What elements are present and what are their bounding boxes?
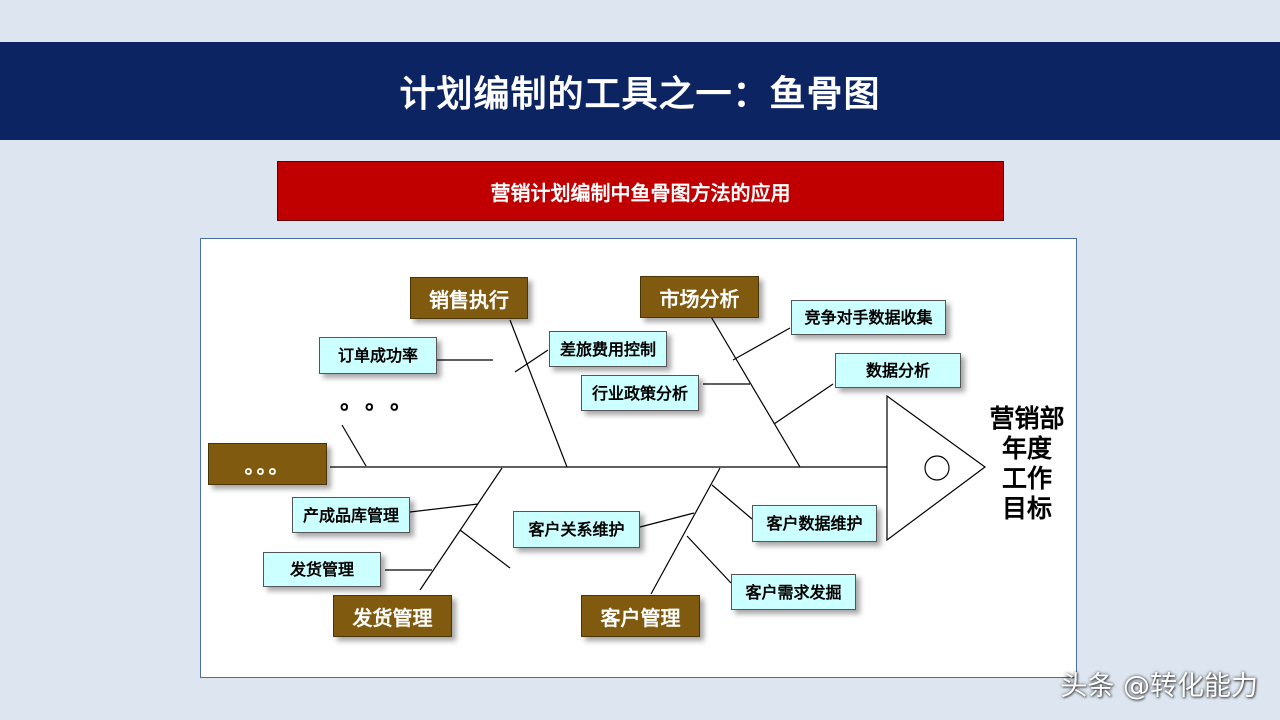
ellipsis-dots: 。。。 xyxy=(340,390,427,415)
category-sales-execution: 销售执行 xyxy=(410,277,528,319)
category-more: 。。。 xyxy=(208,443,327,485)
cause-industry-policy-analysis: 行业政策分析 xyxy=(581,375,699,411)
sub-line-competitor-data xyxy=(732,327,791,361)
bone-market-analysis xyxy=(709,314,801,468)
category-delivery-management: 发货管理 xyxy=(333,595,452,637)
goal-line-2: 年度 xyxy=(1001,434,1052,463)
fish-head xyxy=(886,394,987,542)
subtitle-banner: 营销计划编制中鱼骨图方法的应用 xyxy=(277,161,1004,221)
bone-more xyxy=(341,424,367,467)
page-title: 计划编制的工具之一：鱼骨图 xyxy=(399,74,881,115)
goal-line-3: 工作 xyxy=(1001,464,1052,493)
cause-delivery-management: 发货管理 xyxy=(263,552,381,587)
sub-line-travel-cost xyxy=(514,349,549,373)
sub-line-customer-demand xyxy=(686,535,732,584)
bone-customer-management xyxy=(650,467,721,595)
sub-line-product-inventory xyxy=(409,503,479,513)
cause-customer-demand-mining: 客户需求发掘 xyxy=(731,574,856,610)
fish-eye xyxy=(924,455,950,481)
sub-line-customer-data xyxy=(711,484,753,520)
sub-line-data-analysis xyxy=(773,383,834,425)
cause-travel-cost-control: 差旅费用控制 xyxy=(549,331,667,367)
cause-customer-relation-maintenance: 客户关系维护 xyxy=(513,511,640,548)
category-market-analysis: 市场分析 xyxy=(640,276,759,318)
goal-line-1: 营销部 xyxy=(989,404,1065,433)
bone-delivery-management xyxy=(419,467,503,591)
sub-line-customer-relation xyxy=(639,512,695,528)
title-bar: 计划编制的工具之一：鱼骨图 xyxy=(0,42,1280,140)
goal-line-4: 目标 xyxy=(1001,494,1052,523)
subtitle-text: 营销计划编制中鱼骨图方法的应用 xyxy=(490,180,791,205)
bone-sales-execution xyxy=(509,319,568,468)
watermark: 头条 @转化能力 xyxy=(1060,671,1258,702)
cause-competitor-data-collection: 竞争对手数据收集 xyxy=(791,300,946,335)
cause-customer-data-maintenance: 客户数据维护 xyxy=(752,505,877,542)
sub-line-delivery-branch xyxy=(459,529,511,569)
category-customer-management: 客户管理 xyxy=(581,595,700,637)
cause-data-analysis: 数据分析 xyxy=(835,353,961,388)
cause-product-inventory-management: 产成品库管理 xyxy=(292,497,410,533)
cause-order-success-rate: 订单成功率 xyxy=(319,337,437,374)
goal-label: 营销部 年度 工作 目标 xyxy=(985,404,1069,524)
